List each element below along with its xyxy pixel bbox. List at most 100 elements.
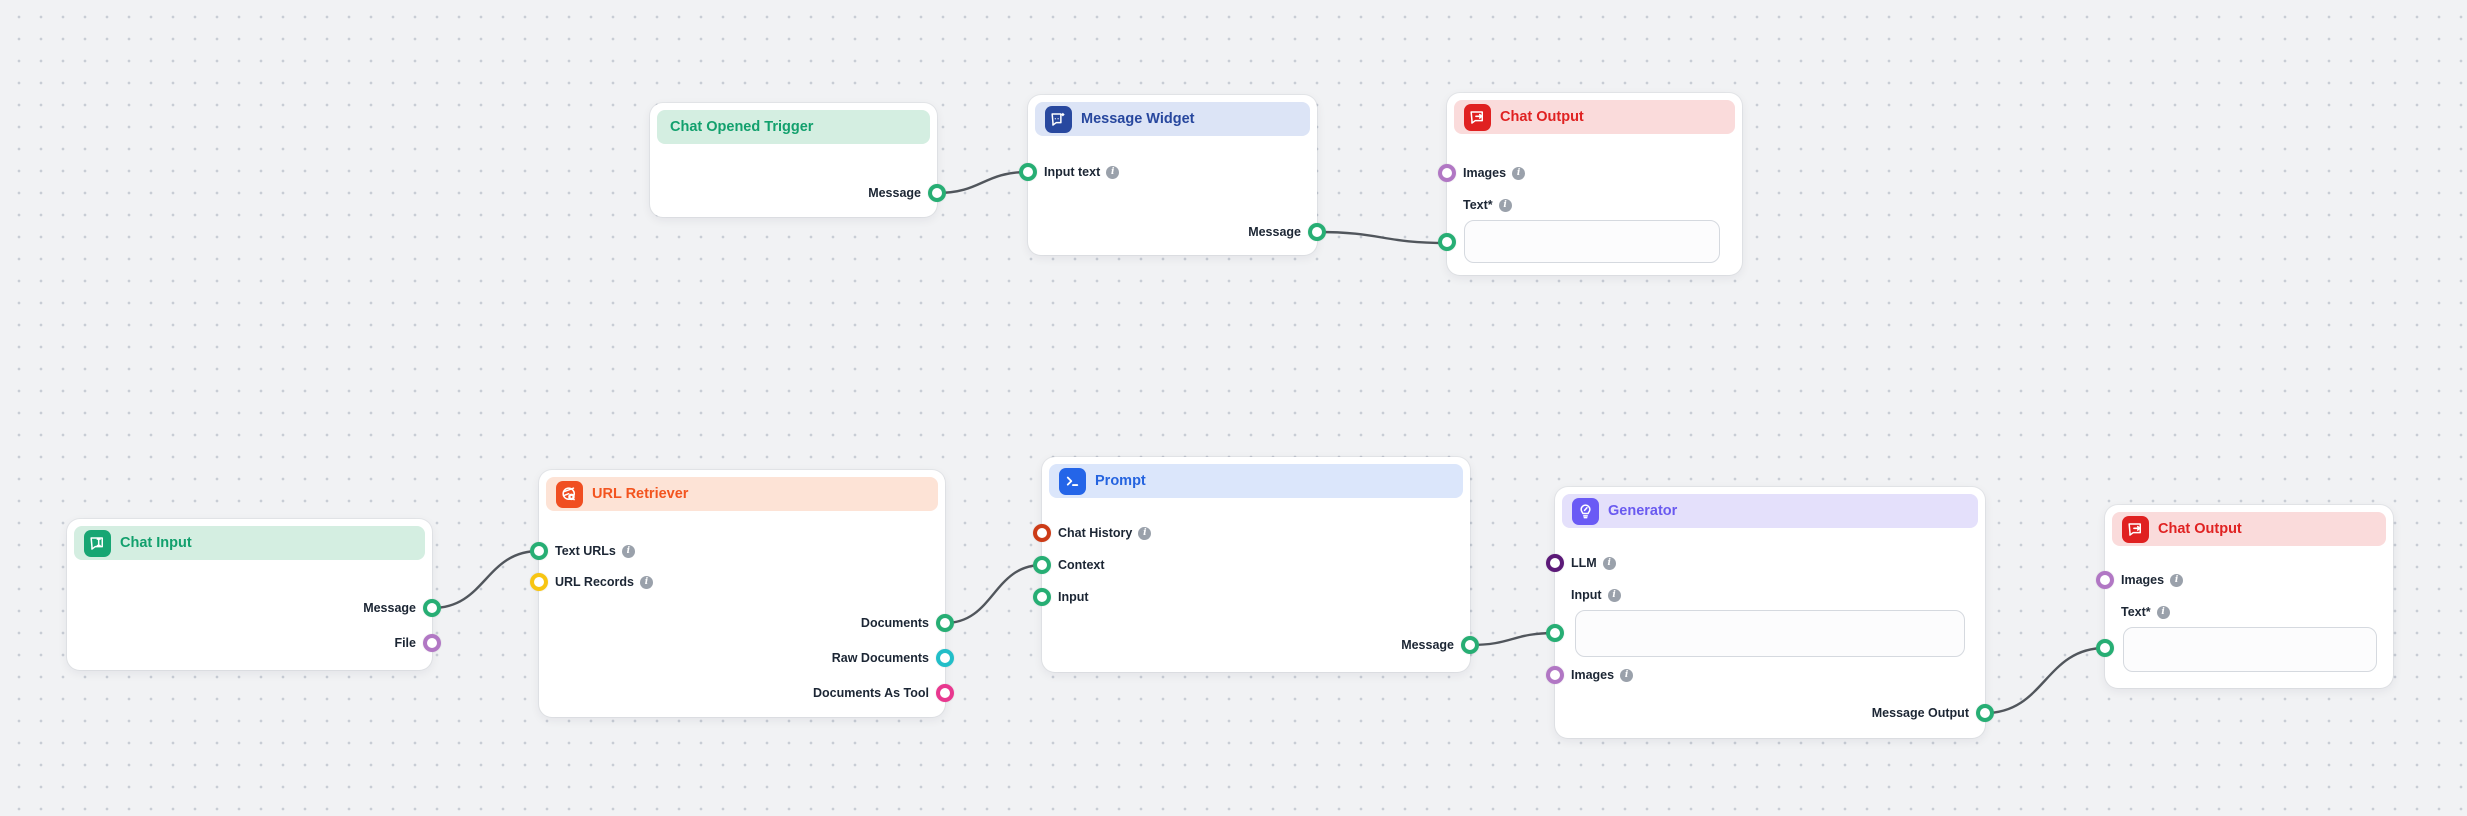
- url-retriever-icon: [556, 480, 583, 508]
- port-label: Text*: [2121, 605, 2151, 619]
- text-input-field[interactable]: [1575, 610, 1965, 657]
- info-icon[interactable]: i: [1602, 556, 1616, 570]
- output-handle-file[interactable]: [423, 634, 441, 652]
- edge-urlretriever-to-prompt[interactable]: [943, 563, 1044, 625]
- port-row: Images i: [1438, 161, 1742, 185]
- input-handle-text-urls[interactable]: [530, 542, 548, 560]
- input-handle-images[interactable]: [1438, 164, 1456, 182]
- port-row: Message: [67, 596, 441, 620]
- input-handle-input-text[interactable]: [1019, 163, 1037, 181]
- node-title: Chat Input: [120, 535, 192, 551]
- port-label: Message: [363, 601, 416, 615]
- edge-prompt-to-generator[interactable]: [1468, 631, 1557, 647]
- info-icon[interactable]: i: [1620, 668, 1634, 682]
- port-row: Message: [1042, 633, 1479, 657]
- port-label: Input text: [1044, 165, 1101, 179]
- text-input-field[interactable]: [1464, 220, 1720, 263]
- port-row: Context: [1033, 553, 1470, 577]
- node-header[interactable]: URL Retriever: [546, 477, 938, 511]
- info-icon[interactable]: i: [621, 544, 635, 558]
- output-handle-message-output[interactable]: [1976, 704, 1994, 722]
- info-icon[interactable]: i: [1498, 198, 1512, 212]
- port-label: Message: [1248, 225, 1301, 239]
- input-handle-images[interactable]: [1546, 666, 1564, 684]
- node-title: Chat Output: [2158, 521, 2242, 537]
- output-handle-message[interactable]: [1461, 636, 1479, 654]
- port-row: Input text i: [1019, 160, 1317, 184]
- node-title: URL Retriever: [592, 486, 689, 502]
- output-handle-raw-documents[interactable]: [936, 649, 954, 667]
- message-widget-icon: [1045, 105, 1072, 133]
- node-header[interactable]: Prompt: [1049, 464, 1463, 498]
- edge-widget-to-chatoutput[interactable]: [1315, 230, 1449, 245]
- port-row: Text* i: [2105, 600, 2393, 624]
- info-icon[interactable]: i: [1607, 588, 1621, 602]
- input-handle-url-records[interactable]: [530, 573, 548, 591]
- edge-generator-to-chatoutput[interactable]: [1983, 646, 2107, 715]
- input-handle-chat-history[interactable]: [1033, 524, 1051, 542]
- chat-input-icon: [84, 529, 111, 557]
- port-row: Input i: [1555, 583, 1985, 607]
- node-chat-output-bottom[interactable]: Chat Output Images i Text* i: [2096, 505, 2393, 688]
- node-title: Chat Output: [1500, 109, 1584, 125]
- port-row: Documents As Tool: [539, 681, 954, 705]
- port-row: URL Records i: [530, 570, 945, 594]
- port-label: Message: [1401, 638, 1454, 652]
- info-icon[interactable]: i: [2170, 573, 2184, 587]
- chat-output-icon: [2122, 515, 2149, 543]
- node-header[interactable]: Chat Input: [74, 526, 425, 560]
- port-row: Chat History i: [1033, 521, 1470, 545]
- node-message-widget[interactable]: Message Widget Input text i Message: [1019, 95, 1326, 255]
- output-handle-message[interactable]: [1308, 223, 1326, 241]
- port-label: Documents: [860, 616, 929, 630]
- node-chat-input[interactable]: Chat Input Message File: [67, 519, 441, 670]
- node-prompt[interactable]: Prompt Chat History i Context Input Mess…: [1033, 457, 1479, 672]
- port-label: File: [394, 636, 416, 650]
- node-header[interactable]: Chat Output: [2112, 512, 2386, 546]
- info-icon[interactable]: i: [2156, 605, 2170, 619]
- info-icon[interactable]: i: [1138, 526, 1152, 540]
- node-header[interactable]: Chat Output: [1454, 100, 1735, 134]
- node-chat-opened-trigger[interactable]: Chat Opened Trigger Message: [650, 103, 946, 217]
- port-label: Message Output: [1871, 706, 1969, 720]
- text-input-field[interactable]: [2123, 627, 2377, 672]
- node-chat-output-top[interactable]: Chat Output Images i Text* i: [1438, 93, 1742, 275]
- port-label: Text URLs: [555, 544, 616, 558]
- port-row: Images i: [2096, 568, 2393, 592]
- port-row: Input: [1033, 585, 1470, 609]
- port-label: Input: [1058, 590, 1089, 604]
- generator-icon: [1572, 497, 1599, 525]
- edge-chatinput-to-urlretriever[interactable]: [430, 549, 541, 610]
- input-handle-text[interactable]: [2096, 639, 2114, 657]
- port-label: Raw Documents: [831, 651, 929, 665]
- node-header[interactable]: Generator: [1562, 494, 1978, 528]
- output-handle-message[interactable]: [928, 184, 946, 202]
- node-header[interactable]: Message Widget: [1035, 102, 1310, 136]
- port-row: Message: [650, 181, 946, 205]
- info-icon[interactable]: i: [1106, 165, 1120, 179]
- input-handle-text[interactable]: [1438, 233, 1456, 251]
- output-handle-documents[interactable]: [936, 614, 954, 632]
- port-label: Images: [2121, 573, 2165, 587]
- port-row: Raw Documents: [539, 646, 954, 670]
- input-handle-context[interactable]: [1033, 556, 1051, 574]
- port-row: File: [67, 631, 441, 655]
- node-header[interactable]: Chat Opened Trigger: [657, 110, 930, 144]
- port-label: Images: [1463, 166, 1507, 180]
- info-icon[interactable]: i: [639, 575, 653, 589]
- output-handle-message[interactable]: [423, 599, 441, 617]
- node-url-retriever[interactable]: URL Retriever Text URLs i URL Records i …: [530, 470, 954, 717]
- port-label: LLM: [1571, 556, 1597, 570]
- port-row: Text* i: [1447, 193, 1742, 217]
- output-handle-documents-as-tool[interactable]: [936, 684, 954, 702]
- input-handle-images[interactable]: [2096, 571, 2114, 589]
- input-handle-input[interactable]: [1546, 624, 1564, 642]
- input-handle-input[interactable]: [1033, 588, 1051, 606]
- port-label: Message: [868, 186, 921, 200]
- edge-trigger-to-widget[interactable]: [935, 170, 1030, 195]
- input-handle-llm[interactable]: [1546, 554, 1564, 572]
- node-generator[interactable]: Generator LLM i Input i Images i Message…: [1546, 487, 1994, 738]
- info-icon[interactable]: i: [1512, 166, 1526, 180]
